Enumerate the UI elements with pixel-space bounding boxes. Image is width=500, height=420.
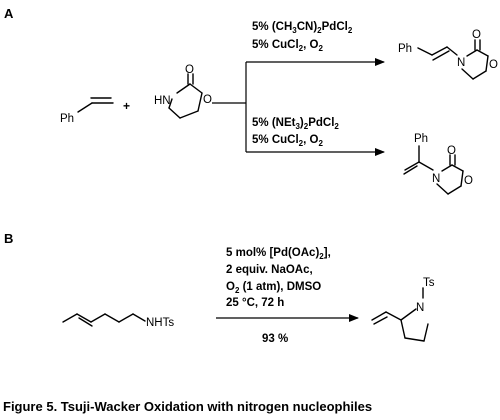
figure-caption: Figure 5. Tsuji-Wacker Oxidation with ni… — [3, 399, 372, 414]
branching-arrows — [212, 58, 385, 156]
oxazolidinone-structure: HN O O — [154, 64, 212, 119]
oxazolidinone-nh-label: HN — [154, 95, 171, 107]
lower-product-phenyl-label: Ph — [414, 133, 428, 145]
upper-product-structure: Ph N O O — [398, 29, 498, 80]
lower-product-structure: Ph N O O — [403, 133, 473, 195]
oxazolidinone-ring-o: O — [203, 94, 212, 106]
substrate-nhts-label: NHTs — [146, 317, 174, 329]
styrene-phenyl-label: Ph — [60, 113, 74, 125]
panel-b-conditions-line3: O2 (1 atm), DMSO — [226, 281, 321, 295]
upper-product-ring-o: O — [489, 59, 498, 71]
lower-product-ring-o: O — [464, 175, 473, 187]
panel-b-label: B — [4, 231, 13, 246]
upper-conditions-line1: 5% (CH3CN)2PdCl2 — [252, 21, 353, 35]
product-ts-label: Ts — [423, 277, 435, 289]
panel-a-label: A — [4, 6, 14, 21]
upper-product-phenyl-label: Ph — [398, 43, 412, 55]
styrene-structure: Ph — [60, 97, 114, 125]
upper-product-n: N — [457, 57, 465, 69]
panel-b-conditions-line1: 5 mol% [Pd(OAc)2], — [226, 247, 331, 261]
panel-b-conditions-line4: 25 °C, 72 h — [226, 297, 284, 309]
oxazolidinone-carbonyl-o: O — [185, 64, 194, 76]
upper-conditions-line2: 5% CuCl2, O2 — [252, 39, 323, 53]
lower-conditions-line2: 5% CuCl2, O2 — [252, 134, 323, 148]
pyrrolidine-product-structure: N Ts — [371, 277, 435, 342]
lower-product-n: N — [432, 173, 440, 185]
lower-conditions-line1: 5% (NEt3)2PdCl2 — [252, 117, 339, 131]
panel-b-conditions-line2: 2 equiv. NaOAc, — [226, 264, 313, 276]
substrate-structure: NHTs — [62, 313, 174, 329]
upper-product-carbonyl-o: O — [472, 29, 481, 41]
panel-b-yield: 93 % — [262, 333, 288, 345]
plus-sign: + — [123, 99, 130, 113]
lower-product-carbonyl-o: O — [447, 145, 456, 157]
product-n-label: N — [416, 302, 424, 314]
